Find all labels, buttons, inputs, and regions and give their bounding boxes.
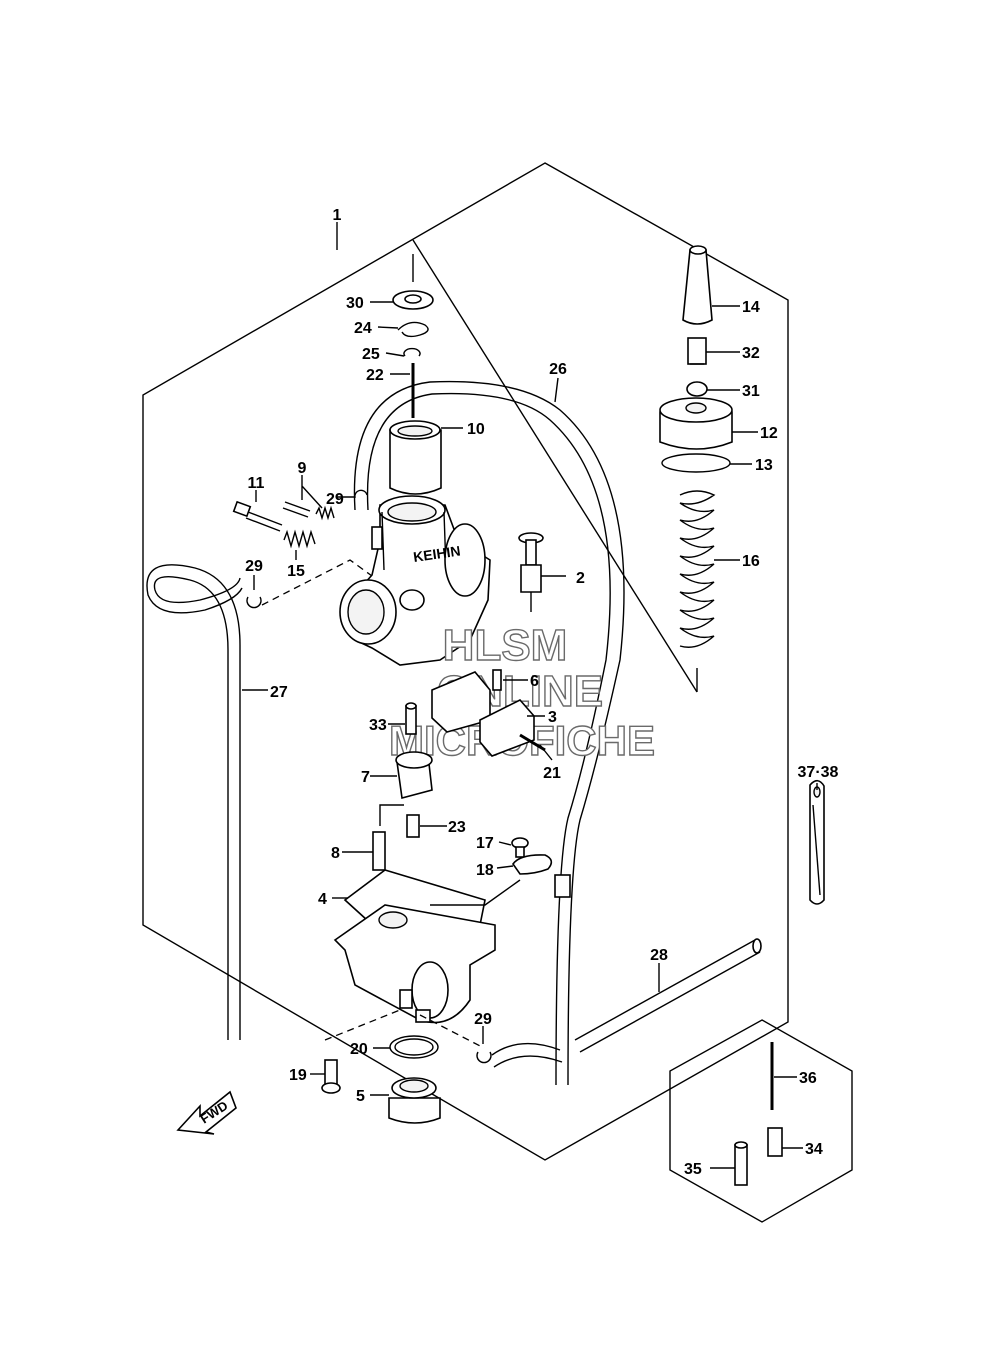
callout-27: 27: [270, 684, 288, 701]
part-15-spring: [283, 529, 316, 549]
part-27-tube: [146, 564, 243, 1040]
callout-34: 34: [805, 1141, 823, 1158]
part-6-pin: [492, 669, 502, 691]
callout-12: 12: [760, 425, 778, 442]
callout-24: 24: [354, 320, 372, 337]
part-16-spring: [679, 490, 716, 648]
callout-4: 4: [318, 891, 327, 908]
callout-37-38: 37·38: [798, 764, 839, 781]
callout-25: 25: [362, 346, 380, 363]
callout-15: 15: [287, 563, 305, 580]
carburetor-body: KEIHIN: [339, 495, 491, 666]
carb-stamp: KEIHIN: [412, 543, 461, 565]
part-24-clip: [397, 321, 429, 338]
callout-29-bottom: 29: [474, 1011, 492, 1028]
callout-30: 30: [346, 295, 364, 312]
float-bowl: [333, 904, 496, 1024]
part-19-screw: [321, 1059, 341, 1094]
part-28-tube: [574, 938, 762, 1053]
callout-29-top: 29: [326, 491, 344, 508]
part-30-washer: [392, 290, 434, 310]
part-7-holder: [395, 751, 433, 800]
part-12-cap: [659, 397, 733, 450]
callout-18: 18: [476, 862, 494, 879]
callout-14: 14: [742, 299, 760, 316]
callout-11: 11: [248, 475, 265, 492]
part-34-jet: [767, 1127, 783, 1157]
callout-8: 8: [331, 845, 340, 862]
part-21-pin: [519, 733, 546, 752]
callout-28: 28: [650, 947, 668, 964]
callout-32: 32: [742, 345, 760, 362]
callout-17: 17: [476, 835, 494, 852]
part-33-jet: [405, 702, 417, 735]
part-26-vent-tube: [353, 380, 625, 1086]
leader-lines: [242, 222, 818, 1169]
callout-23: 23: [448, 819, 466, 836]
callout-33: 33: [369, 717, 387, 734]
part-31-nut: [686, 381, 708, 397]
part-20-oring: [389, 1035, 439, 1059]
part-18-plate: [512, 854, 553, 875]
main-kit-outline: [142, 162, 789, 1161]
callout-13: 13: [755, 457, 773, 474]
part-5-plug: [388, 1077, 441, 1124]
callout-2: 2: [576, 570, 585, 587]
part-29-clamp-top: [354, 489, 368, 499]
callout-6: 6: [530, 673, 539, 690]
part-11-screw: [232, 500, 283, 532]
callout-16: 16: [742, 553, 760, 570]
assembly-line-diagonal: [412, 239, 698, 693]
callout-31: 31: [742, 383, 760, 400]
assembly-line-18: [430, 879, 521, 906]
callout-36: 36: [799, 1070, 817, 1087]
callout-20: 20: [350, 1041, 368, 1058]
callout-1: 1: [333, 207, 342, 224]
callout-19: 19: [289, 1067, 307, 1084]
callout-3: 3: [548, 709, 557, 726]
part-23-pilot-jet: [406, 814, 420, 838]
part-10-throttle-valve: [389, 420, 442, 495]
part-29-clamp-left: [246, 596, 262, 609]
part-9-screw-spring: [282, 501, 335, 521]
callout-9: 9: [298, 460, 307, 477]
part-32-adjuster: [687, 337, 707, 365]
drain-hose: [491, 1042, 561, 1056]
assembly-dash-29: [419, 1014, 485, 1049]
callout-5: 5: [356, 1088, 365, 1105]
part-2-choke: [518, 532, 544, 612]
part-13-gasket: [661, 453, 731, 473]
part-25-ring: [403, 347, 421, 357]
svg-text:HLSM: HLSM: [443, 621, 568, 670]
part-35-jet: [734, 1141, 748, 1186]
part-8-main-jet: [372, 831, 386, 871]
part-14-cap-cover: [682, 245, 713, 325]
small-kit-outline: [669, 1019, 853, 1223]
drain-hose-edge: [493, 1055, 563, 1068]
assembly-line-8: [379, 804, 404, 826]
part-3-float: [431, 671, 535, 757]
assembly-dash-19: [324, 1009, 401, 1041]
callout-26: 26: [549, 361, 567, 378]
fwd-arrow-icon: FWD: [176, 1090, 237, 1135]
callout-22: 22: [366, 367, 384, 384]
part-37-38-clip: [809, 779, 825, 905]
part-17-screw: [511, 837, 529, 858]
callout-29-left: 29: [245, 558, 263, 575]
callout-labels: 1 2 3 4 5 6 7 8 9 10 11 12 13 14 15 16 1…: [245, 207, 838, 1178]
part-29-clamp-bottom: [476, 1051, 492, 1064]
callout-10: 10: [467, 421, 485, 438]
callout-35: 35: [684, 1161, 702, 1178]
assembly-dash-left: [261, 559, 373, 606]
callout-7: 7: [361, 769, 370, 786]
callout-21: 21: [543, 765, 561, 782]
